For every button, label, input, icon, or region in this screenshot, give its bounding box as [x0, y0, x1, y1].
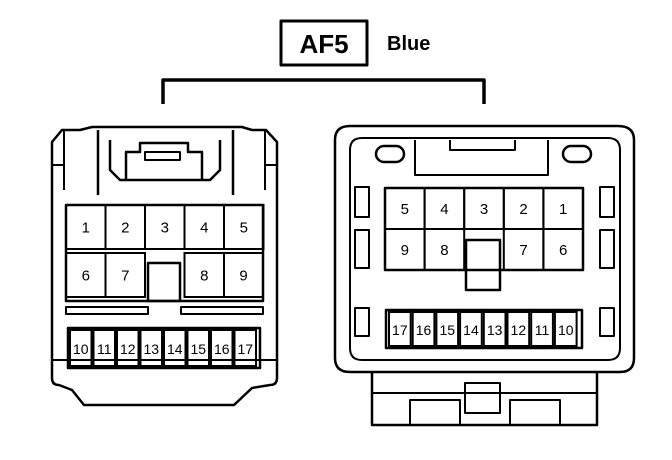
top-guide-key	[449, 140, 516, 151]
right-terminal-label: 8	[440, 242, 448, 259]
left-terminal-cell	[223, 204, 265, 250]
right-connector	[333, 124, 636, 427]
left-terminal-label: 11	[97, 341, 112, 357]
left-terminal-label: 17	[237, 341, 253, 357]
left-terminal-label: 6	[82, 268, 90, 285]
right-terminal-label: 1	[559, 201, 567, 218]
left-terminal-label: 4	[200, 220, 208, 237]
left-terminal-label: 13	[143, 341, 159, 357]
connector-code: AF5	[299, 29, 348, 59]
right-terminal-cell	[388, 311, 412, 347]
view-bracket	[161, 78, 486, 104]
right-terminal-label: 5	[401, 201, 409, 218]
right-terminal-label: 2	[519, 201, 527, 218]
left-terminal-cell	[104, 252, 146, 298]
right-latch-step-b	[509, 399, 561, 425]
left-terminal-cell	[92, 329, 116, 367]
left-terminal-label: 8	[200, 268, 208, 285]
right-latch-step-a	[409, 399, 461, 425]
left-terminal-cell	[233, 329, 257, 367]
left-terminal-label: 2	[121, 220, 129, 237]
right-terminal-label: 12	[511, 322, 527, 338]
right-terminal-label: 9	[401, 242, 409, 259]
right-terminal-label: 13	[487, 322, 503, 338]
left-terminal-cell	[210, 329, 234, 367]
left-rail-a	[65, 306, 149, 315]
top-guide	[414, 140, 549, 176]
right-terminal-label: 15	[439, 322, 455, 338]
left-terminal-label: 1	[82, 220, 90, 237]
right-terminal-cell	[411, 311, 436, 347]
left-rail-b	[180, 306, 264, 315]
right-terminal-label: 4	[440, 201, 448, 218]
side-guide-left-3	[354, 307, 370, 337]
side-guide-left-1	[354, 186, 370, 218]
side-guide-left-2	[354, 229, 370, 269]
right-terminal-cell	[506, 311, 531, 347]
side-guide-right-2	[599, 229, 615, 269]
left-terminal-label: 16	[214, 341, 230, 357]
side-guide-right-1	[599, 186, 615, 218]
right-terminal-cell	[542, 228, 585, 271]
right-latch-release	[464, 382, 501, 414]
left-lock-tab	[374, 144, 406, 164]
left-terminal-cell	[116, 329, 140, 367]
left-terminal-label: 15	[190, 341, 206, 357]
right-key-slot	[464, 238, 502, 292]
left-terminal-label: 10	[73, 341, 89, 357]
left-terminal-label: 3	[161, 220, 169, 237]
right-terminal-cell	[530, 311, 554, 347]
left-key-slot	[146, 261, 182, 303]
side-guide-right-3	[599, 307, 615, 337]
right-lock-tab	[561, 144, 593, 164]
right-terminal-label: 6	[559, 242, 567, 259]
right-terminal-label: 14	[463, 322, 479, 338]
right-terminal-label: 10	[558, 322, 574, 338]
right-terminal-label: 3	[480, 201, 488, 218]
left-bottom-row-block	[66, 326, 262, 370]
right-terminal-cell	[553, 311, 578, 347]
left-terminal-label: 9	[239, 268, 247, 285]
connector-color: Blue	[387, 33, 430, 55]
right-terminal-cell	[435, 311, 460, 347]
left-terminal-cell	[163, 329, 187, 367]
right-inner-wall	[349, 137, 621, 361]
left-terminal-cell	[139, 329, 163, 367]
left-terminal-cell	[223, 252, 264, 298]
left-terminal-cell	[186, 329, 210, 367]
right-terminal-label: 17	[392, 322, 408, 338]
right-terminal-label: 16	[416, 322, 432, 338]
left-terminal-cell	[69, 329, 93, 367]
left-terminal-label: 7	[121, 268, 129, 285]
left-terminal-label: 14	[167, 341, 183, 357]
latch-arm	[108, 140, 222, 182]
right-terminal-cell	[423, 228, 466, 271]
right-bottom-row-block	[384, 308, 584, 350]
right-terminal-label: 11	[535, 322, 550, 338]
right-terminal-label: 7	[519, 242, 527, 259]
latch-tab	[124, 141, 204, 180]
left-terminal-label: 12	[120, 341, 136, 357]
latch-release	[144, 151, 181, 161]
right-terminal-cell	[482, 311, 507, 347]
right-housing-outline	[333, 124, 636, 374]
left-housing-outline	[50, 125, 279, 407]
latch-rail	[96, 130, 235, 195]
right-latch-body	[370, 372, 599, 427]
left-terminal-label: 5	[240, 220, 248, 237]
connector-code-box	[279, 19, 369, 67]
right-terminal-cell	[459, 311, 483, 347]
